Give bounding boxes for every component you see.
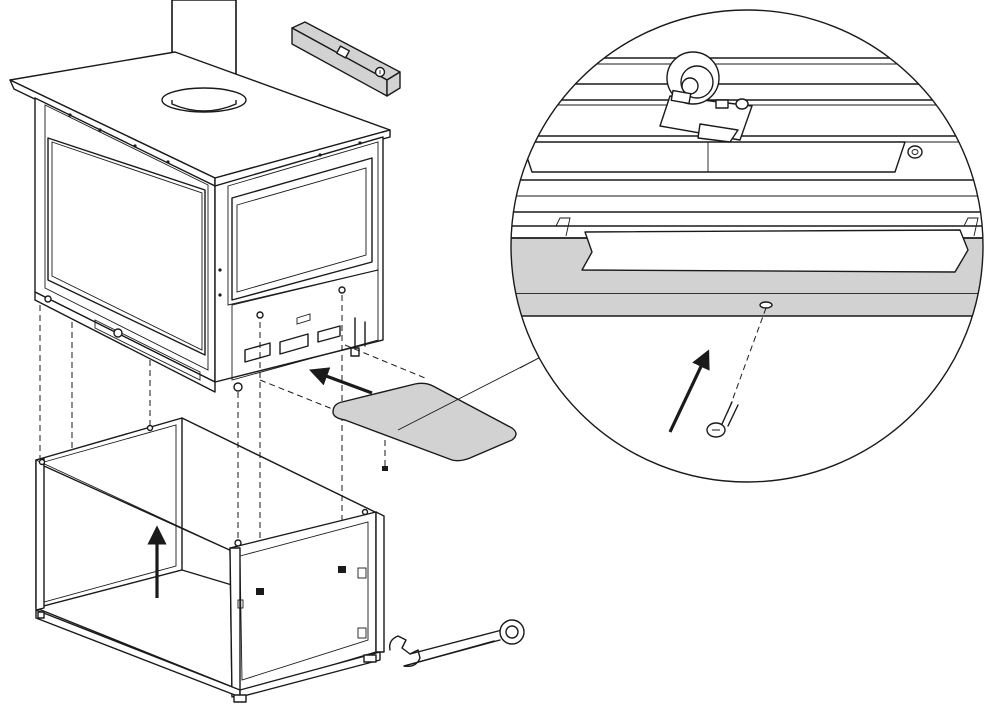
fireplace-insert	[9, 51, 391, 393]
screw	[382, 466, 388, 471]
arrow-icon	[308, 367, 373, 395]
base-stand	[34, 417, 385, 703]
spirit-level	[291, 21, 401, 97]
cover-plate	[332, 352, 549, 462]
magnifier-detail-icon	[510, 9, 984, 483]
wrench	[388, 619, 525, 668]
